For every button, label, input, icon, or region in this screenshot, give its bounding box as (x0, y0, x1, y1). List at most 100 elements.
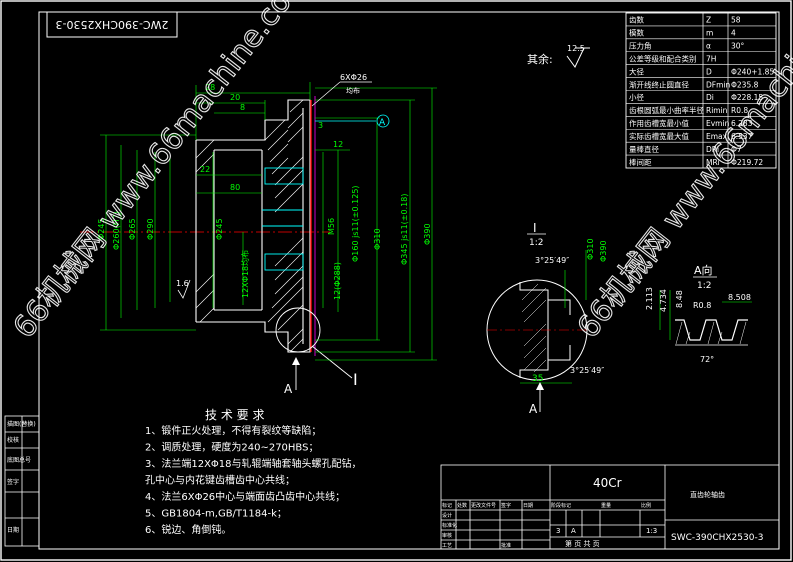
title-grid-label: 更改文件号 (471, 502, 496, 509)
title-grid-label: 阶段标记 (551, 502, 571, 509)
title-grid-label: 审核 (442, 532, 452, 539)
detail-angle-top: 3°25′49″ (535, 256, 569, 265)
gear-row-name: 实际齿槽宽最大值 (629, 131, 689, 141)
view-a-dim-2: 8.48 (675, 290, 684, 308)
detail-view-I: I 1:2 3°25′49″ 3°25′49″ Φ310 Φ390 35 A (486, 221, 608, 416)
detail-dim-v0: Φ310 (586, 238, 595, 260)
dim-v-7: Φ310 (373, 228, 382, 250)
gear-row-symbol: DFmin (706, 80, 730, 89)
main-section-view: I (80, 73, 437, 396)
view-a-dim-4: 8.508 (728, 293, 751, 302)
title-grid-label: 标记 (442, 502, 452, 509)
view-a-title: A向 (694, 263, 713, 277)
detail-title: I (533, 221, 537, 235)
note-line: 4、法兰6XΦ26中心与端面齿凸齿中心共线； (145, 490, 345, 503)
dim-v-6: Φ160 js11(±0.125) (351, 185, 360, 262)
stage-value: A (571, 527, 576, 535)
dim-mid-0: 22 (200, 165, 210, 174)
dim-v-1: Φ260(H7) (112, 211, 121, 250)
detail-dim-h: 35 (532, 374, 543, 384)
section-mark-I: I (353, 370, 358, 389)
gear-row-symbol: Emax (706, 132, 728, 141)
view-a-dim-5: 72° (700, 355, 714, 364)
gear-row-name: 渐开线终止圆直径 (629, 79, 689, 89)
gear-row-name: 量棒直径 (629, 144, 659, 154)
note-line: 1、锻件正火处理，不得有裂纹等缺陷； (145, 424, 321, 437)
gear-row-name: 齿数 (629, 15, 644, 25)
view-arrow-A: A (284, 382, 293, 396)
gear-row-value: 4 (731, 29, 736, 38)
strip-label-4: 日期 (7, 526, 19, 534)
dim-v-10: 12XΦ18均布 (240, 250, 250, 298)
watermark-left: 66机械网 www.66machine.com (7, 0, 317, 345)
title-grid-label: 比例 (641, 502, 651, 509)
gear-row-symbol: Di (706, 93, 714, 102)
title-grid-label: 批准 (501, 542, 511, 549)
gear-row-symbol: Rimin (706, 106, 728, 115)
dim-v-9: Φ390 (423, 223, 432, 245)
note-line: 孔中心与内花键齿槽齿中心共线； (145, 474, 295, 487)
material: 40Cr (593, 476, 622, 490)
gear-row-name: 大径 (629, 66, 644, 76)
gear-row-symbol: 7H (706, 54, 716, 63)
part-name: 直齿轮轴齿 (690, 490, 725, 499)
strip-label-1: 校核 (7, 436, 19, 444)
title-grid-label: 工艺 (442, 543, 452, 549)
dim-v-0: Φ245 (97, 218, 106, 240)
bottom-roughness: 1.6 (176, 279, 189, 288)
roughness-symbol (566, 47, 590, 68)
dim-v-2: Φ265 (128, 218, 137, 240)
gear-row-symbol: Evmin (706, 119, 730, 128)
roughness-label: 其余: (527, 52, 553, 66)
dim-top-2: 8 (240, 103, 245, 112)
note-line: 5、GB1804-m,GB/T1184-k； (145, 509, 287, 520)
gear-row-name: 模数 (629, 28, 644, 38)
title-grid-label: 日期 (523, 503, 533, 509)
view-A: A向 1:2 2.113 4.734 8.48 R0.8 8.508 72° (645, 263, 752, 364)
view-a-dim-3: R0.8 (693, 301, 711, 310)
note-line: 2、调质处理，硬度为240~270HBS； (145, 441, 318, 454)
dim-mid-1: 80 (230, 183, 240, 192)
gear-row-value: Φ235.8 (731, 80, 759, 89)
detail-dim-v1: Φ390 (599, 240, 608, 262)
gear-row-name: 作用齿槽宽最小值 (629, 118, 689, 128)
inner-border (38, 11, 780, 550)
gear-row-value: 6.537 (731, 132, 753, 141)
gear-row-value: 30° (731, 42, 745, 51)
view-a-dim-0: 2.113 (645, 287, 654, 310)
dim-v-5: M56 (327, 218, 336, 235)
gear-row-symbol: α (706, 42, 711, 51)
roughness-small (177, 279, 191, 299)
dim-v-8: Φ345 js11(±0.18) (400, 194, 409, 265)
title-grid-label: 处数 (457, 502, 467, 509)
datum-A: A (379, 118, 386, 128)
gear-row-value: Φ228.15 (731, 93, 763, 102)
datum-A-circle (376, 114, 390, 128)
dim-top-0: 28 (205, 83, 215, 92)
roughness-value: 12.5 (567, 44, 585, 53)
title-grid-label: 签字 (501, 502, 511, 509)
detail-circle-I (275, 307, 321, 353)
gear-row-name: 公差等级和配合类别 (629, 53, 697, 63)
rotated-number-box (46, 11, 178, 38)
holes-sub: 均布 (346, 86, 360, 95)
holes-label: 6XΦ26 (340, 73, 367, 82)
gear-row-name: 压力角 (629, 41, 652, 51)
gear-row-name: 齿根圆弧最小曲率半径 (629, 105, 704, 115)
gear-row-symbol: MRi (706, 158, 720, 167)
note-line: 3、法兰端12XΦ18与轧辊端轴套轴头螺孔配钻， (145, 457, 362, 470)
gear-row-symbol: D (706, 67, 712, 76)
title-grid-label: 标准化 (442, 522, 457, 529)
view-a-dim-1: 4.734 (659, 289, 668, 312)
gear-row-value: Φ7 (731, 145, 742, 154)
strip-label-0: 描图(替换) (7, 420, 36, 428)
gear-row-name: 小径 (629, 92, 644, 102)
detail-arrow-A: A (529, 402, 538, 416)
gear-row-value: Φ240+1.85 (731, 67, 774, 76)
gear-row-symbol: DRi (706, 145, 719, 154)
title-grid-label: 设计 (442, 512, 452, 519)
dim-top-1: 20 (230, 93, 240, 102)
